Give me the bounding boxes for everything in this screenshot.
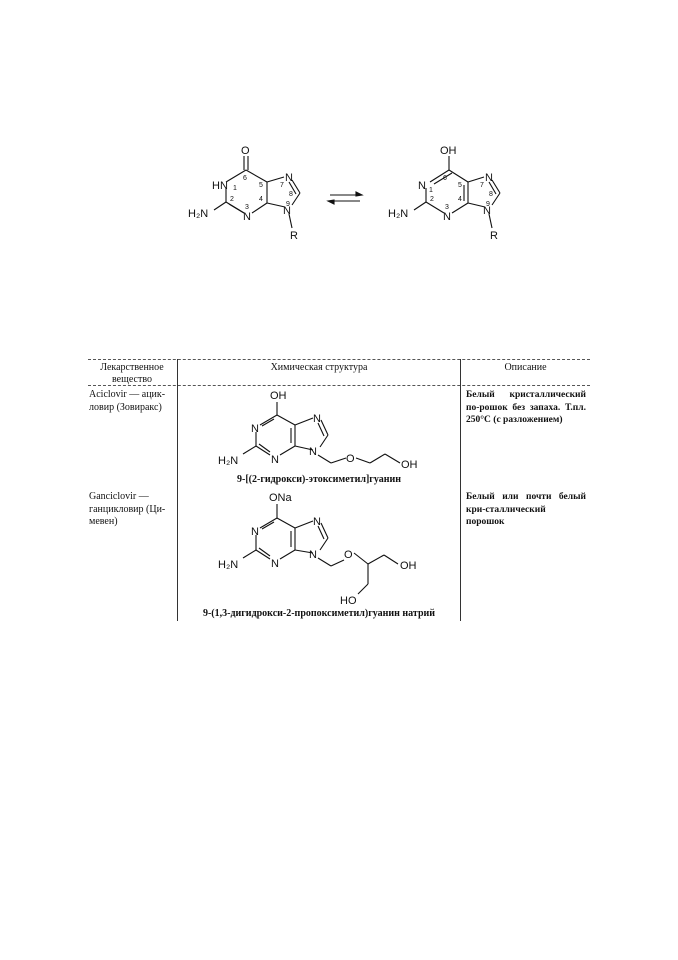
svg-text:ONa: ONa <box>269 492 293 504</box>
table-top-rule <box>88 359 590 360</box>
svg-text:R: R <box>290 230 298 242</box>
row1-structure-caption: 9-[(2-гидрокси)-этоксиметил]гуанин <box>237 474 401 485</box>
svg-text:2: 2 <box>230 196 234 203</box>
svg-text:OH: OH <box>440 145 457 157</box>
aciclovir-structure <box>242 402 401 464</box>
svg-text:1: 1 <box>233 185 237 192</box>
table-structures: OH N N N N H₂N O OH ONa N N <box>218 390 418 607</box>
svg-text:N: N <box>309 446 317 458</box>
svg-text:9: 9 <box>486 201 490 208</box>
svg-text:N: N <box>483 205 491 217</box>
svg-text:O: O <box>346 453 355 465</box>
keto-form-labels: O HN H₂N N N N R 1 2 3 4 5 6 7 8 9 <box>188 145 298 242</box>
ganciclovir-structure <box>242 504 399 595</box>
svg-text:6: 6 <box>243 175 247 182</box>
svg-text:3: 3 <box>245 204 249 211</box>
svg-text:N: N <box>251 423 259 435</box>
svg-text:N: N <box>271 454 279 466</box>
row2-substance: Ganciclovir — ганцикловир (Ци-мевен) <box>89 491 166 527</box>
svg-text:HN: HN <box>212 180 228 192</box>
svg-text:5: 5 <box>458 182 462 189</box>
row1-substance: Aciclovir — ацик-ловир (Зовиракс) <box>89 389 166 413</box>
svg-text:H₂N: H₂N <box>218 455 238 467</box>
svg-text:N: N <box>418 180 426 192</box>
enol-form-labels: OH N H₂N N N N R 1 2 3 4 5 6 7 8 9 <box>388 145 498 242</box>
svg-text:7: 7 <box>280 182 284 189</box>
svg-text:1: 1 <box>429 187 433 194</box>
svg-text:4: 4 <box>458 196 462 203</box>
equilibrium-arrows-icon <box>326 191 364 205</box>
svg-text:N: N <box>313 516 321 528</box>
svg-text:N: N <box>251 526 259 538</box>
svg-text:N: N <box>443 211 451 223</box>
enol-form-structure <box>413 156 501 229</box>
header-description: Описание <box>504 362 547 373</box>
row2-description: Белый или почти белый кри-сталлический п… <box>466 492 586 527</box>
keto-form-structure <box>213 156 301 229</box>
svg-text:2: 2 <box>430 196 434 203</box>
svg-text:9: 9 <box>286 201 290 208</box>
svg-text:O: O <box>344 549 353 561</box>
svg-text:N: N <box>283 205 291 217</box>
svg-text:OH: OH <box>270 390 287 402</box>
svg-text:H₂N: H₂N <box>218 559 238 571</box>
table-header-rule <box>88 385 590 386</box>
svg-text:H₂N: H₂N <box>188 208 208 220</box>
header-structure: Химическая структура <box>270 362 368 373</box>
svg-text:R: R <box>490 230 498 242</box>
svg-text:OH: OH <box>401 459 418 471</box>
row2-structure-caption: 9-(1,3-дигидрокси-2-пропоксиметил)гуанин… <box>202 608 436 619</box>
svg-text:HO: HO <box>340 595 357 607</box>
svg-text:N: N <box>243 211 251 223</box>
svg-text:6: 6 <box>443 175 447 182</box>
svg-text:8: 8 <box>289 191 293 198</box>
svg-text:N: N <box>485 172 493 184</box>
svg-text:7: 7 <box>480 182 484 189</box>
svg-text:N: N <box>285 172 293 184</box>
svg-text:8: 8 <box>489 191 493 198</box>
column-divider-2 <box>460 359 461 621</box>
header-substance: Лекарственное вещество <box>100 362 164 385</box>
svg-text:N: N <box>271 558 279 570</box>
svg-text:O: O <box>241 145 250 157</box>
svg-text:3: 3 <box>445 204 449 211</box>
svg-text:N: N <box>313 413 321 425</box>
svg-text:N: N <box>309 549 317 561</box>
svg-text:5: 5 <box>259 182 263 189</box>
column-divider-1 <box>177 359 178 621</box>
ganciclovir-labels: ONa N N N N H₂N O OH HO <box>218 492 417 607</box>
row1-description: Белый кристаллический по-рошок без запах… <box>466 390 586 425</box>
svg-text:OH: OH <box>400 560 417 572</box>
svg-text:4: 4 <box>259 196 263 203</box>
svg-text:H₂N: H₂N <box>388 208 408 220</box>
tautomer-scheme: O HN H₂N N N N R 1 2 3 4 5 6 7 8 9 <box>188 145 501 242</box>
aciclovir-labels: OH N N N N H₂N O OH <box>218 390 418 471</box>
